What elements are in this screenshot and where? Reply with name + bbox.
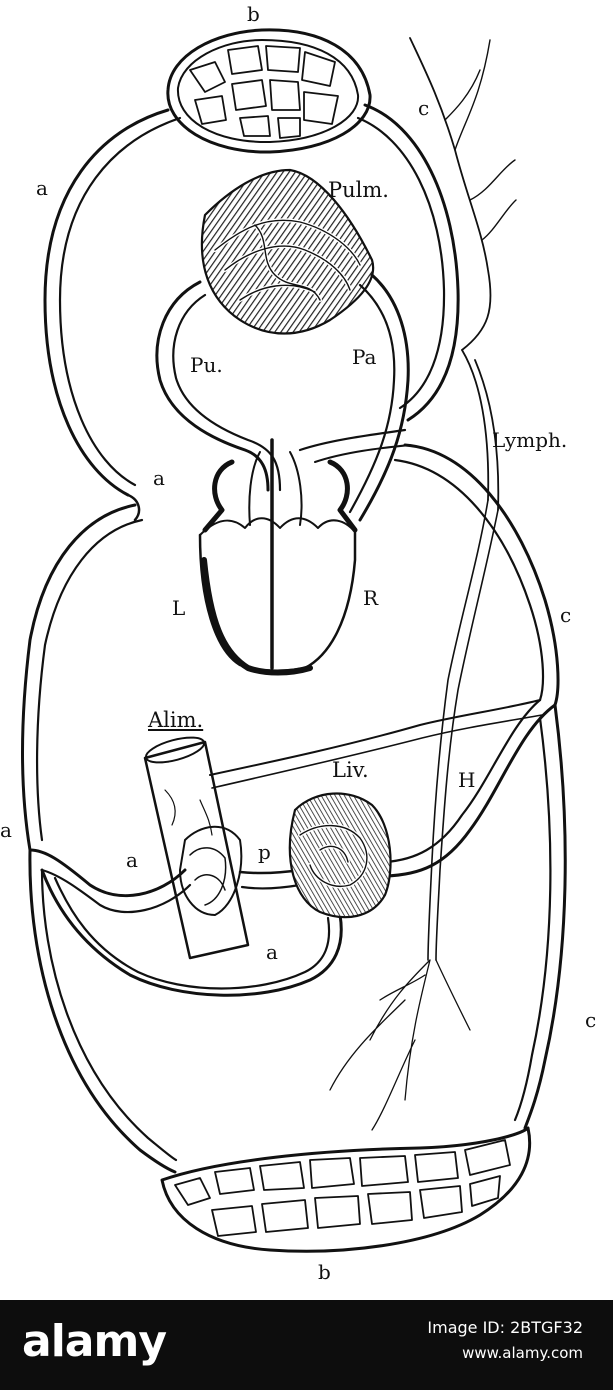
label-h: H xyxy=(458,768,476,792)
label-liv: Liv. xyxy=(332,758,369,782)
upper-vessel-loop xyxy=(43,103,460,497)
label-pulm: Pulm. xyxy=(328,178,389,202)
label-alim: Alim. xyxy=(148,708,204,732)
label-b-bottom: b xyxy=(318,1260,331,1284)
label-pu: Pu. xyxy=(190,353,223,377)
label-pa: Pa xyxy=(352,345,377,369)
liver-organ xyxy=(288,792,392,919)
label-c-top: c xyxy=(418,96,430,120)
heart xyxy=(198,438,358,676)
label-r: R xyxy=(363,586,379,610)
watermark-logo: alamy xyxy=(22,1316,167,1367)
lung-organ xyxy=(200,168,375,335)
label-a-upper-left: a xyxy=(36,176,48,200)
capillary-network-bottom xyxy=(160,1126,532,1253)
label-lymph: Lymph. xyxy=(492,428,568,452)
label-b-top: b xyxy=(247,2,260,26)
label-a-low: a xyxy=(266,940,278,964)
hepatic-vessels xyxy=(209,698,557,878)
watermark-banner: alamy Image ID: 2BTGF32 www.alamy.com xyxy=(0,1300,613,1390)
label-l: L xyxy=(172,596,186,620)
circulation-diagram: b c a Pulm. Pu. Pa Lymph. a L R c Alim. … xyxy=(0,2,597,1284)
label-c-right-mid: c xyxy=(560,603,572,627)
systemic-loop-middle xyxy=(21,443,560,852)
watermark-url: www.alamy.com xyxy=(462,1344,583,1362)
watermark-image-id: Image ID: 2BTGF32 xyxy=(427,1318,583,1337)
thoracic-duct xyxy=(329,499,499,1131)
lymph-vessel xyxy=(409,37,517,511)
label-a-mid: a xyxy=(153,466,165,490)
lower-vessel-loop xyxy=(28,703,567,1174)
label-a-left-edge: a xyxy=(0,818,12,842)
alimentary-canal xyxy=(143,736,250,960)
capillary-network-top xyxy=(166,28,372,154)
label-p: p xyxy=(258,840,271,864)
circulation-drawing xyxy=(21,28,567,1253)
label-a-gut: a xyxy=(126,848,138,872)
label-c-right-low: c xyxy=(585,1008,597,1032)
gut-vessels xyxy=(28,848,343,997)
